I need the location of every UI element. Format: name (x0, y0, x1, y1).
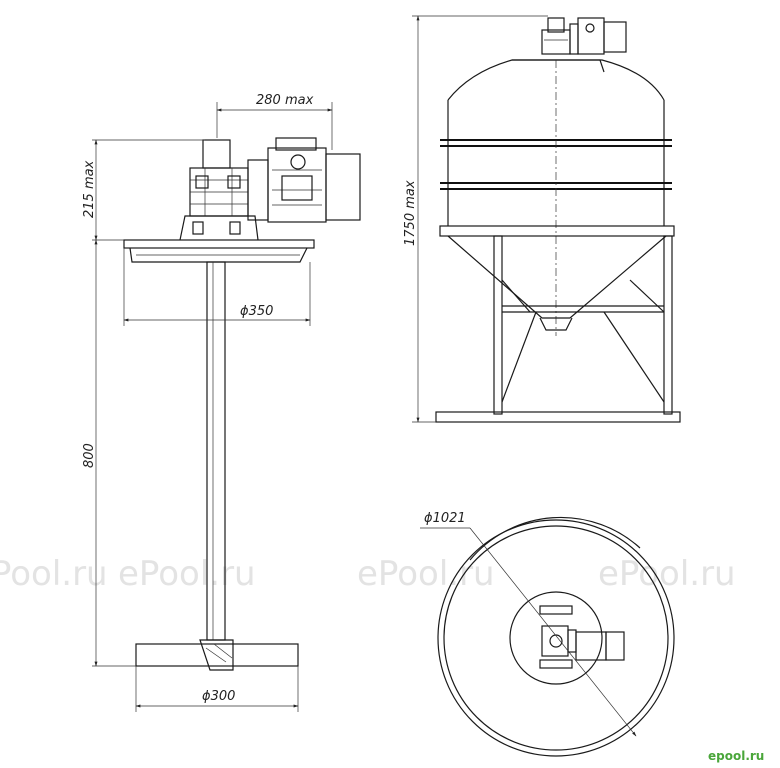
tank-frame (435, 235, 681, 423)
watermark: ePool.ru (357, 554, 495, 594)
site-logo: epool.ru (708, 749, 764, 763)
dimension-label: 800 (82, 443, 97, 468)
dimension-label: 215 max (82, 160, 97, 218)
dimension-drive-height: 215 max (82, 139, 205, 241)
dimension-label: 1750 max (403, 180, 418, 246)
top-view-drive (541, 625, 625, 661)
tank-outer-circle (437, 519, 675, 757)
tank-lid-circle (509, 591, 603, 685)
tank-cone (447, 235, 667, 319)
mixer-side-view: 280 max 215 max ϕ350 800 ϕ300 (82, 93, 361, 712)
dimension-label: ϕ350 (240, 304, 273, 319)
tank-side-view: 1750 max (403, 15, 681, 423)
tank-body (440, 60, 672, 336)
dimension-impeller-diameter: ϕ300 (135, 666, 299, 712)
impeller (135, 639, 299, 671)
tank-drive-unit (541, 17, 627, 55)
watermark: ePool.ru (0, 554, 108, 594)
tank-top-view: ϕ1021 (420, 511, 675, 757)
gearbox (179, 139, 259, 241)
dimension-flange-diameter: ϕ350 (123, 248, 311, 326)
dimension-tank-height: 1750 max (403, 15, 548, 423)
watermark: ePool.ru (118, 554, 256, 594)
tank-rim (439, 225, 675, 237)
watermark-layer: ePool.ru ePool.ru ePool.ru ePool.ru (0, 554, 736, 594)
tank-lid (512, 59, 605, 73)
dimension-tank-diameter: ϕ1021 (420, 511, 637, 737)
dimension-motor-offset: 280 max (216, 93, 333, 150)
watermark: ePool.ru (598, 554, 736, 594)
dimension-shaft-length: 800 (82, 239, 136, 667)
dimension-label: ϕ1021 (424, 511, 466, 526)
tank-outlet (539, 317, 573, 331)
tank-dome (447, 59, 665, 101)
electric-motor (247, 137, 361, 223)
mounting-flange (123, 239, 315, 263)
dimension-label: ϕ300 (202, 689, 235, 704)
dimension-label: 280 max (256, 93, 314, 108)
